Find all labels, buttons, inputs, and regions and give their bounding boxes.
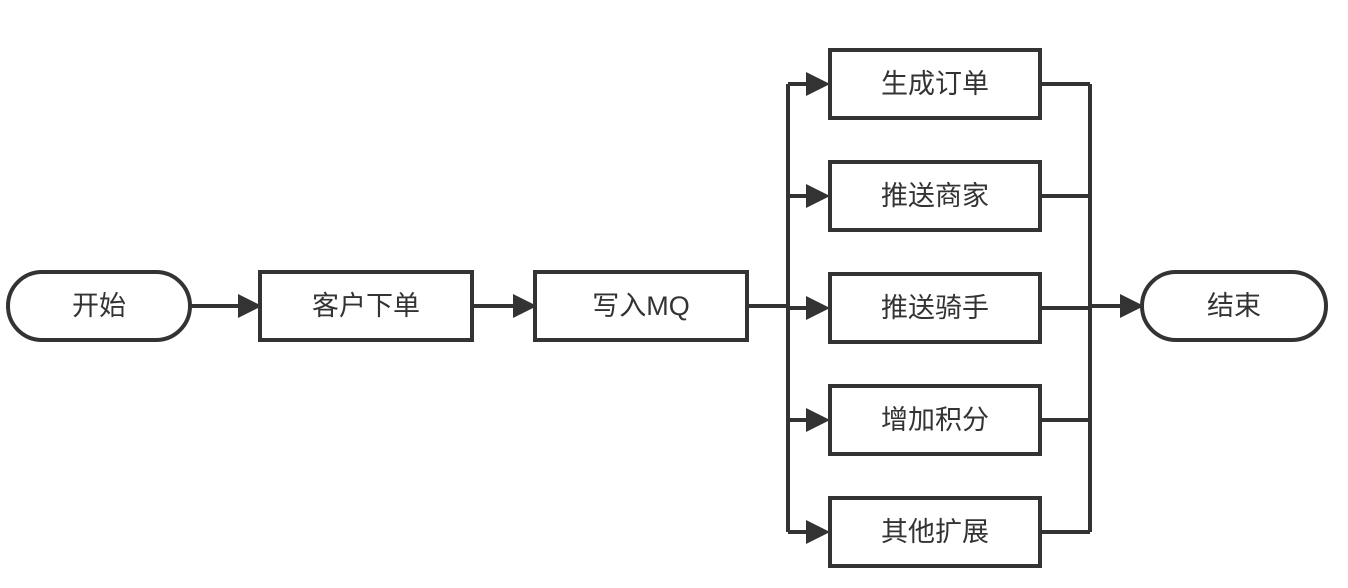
node-customer-order-shape[interactable] [258, 270, 474, 342]
node-end-shape[interactable] [1140, 270, 1328, 342]
node-push-rider-shape[interactable] [828, 272, 1042, 344]
node-customer-order[interactable]: 客户下单 [258, 270, 474, 342]
node-other-extensions-shape[interactable] [828, 496, 1042, 568]
node-add-points-label: 增加积分 [881, 405, 989, 435]
node-write-mq[interactable]: 写入MQ [533, 270, 749, 342]
node-generate-order[interactable]: 生成订单 [828, 48, 1042, 120]
node-other-extensions[interactable]: 其他扩展 [828, 496, 1042, 568]
arrowhead-mq-to-rider [806, 296, 830, 320]
arrowhead-order-to-mq [513, 294, 537, 318]
node-push-rider[interactable]: 推送骑手 [828, 272, 1042, 344]
node-end[interactable]: 结束 [1140, 270, 1328, 342]
node-start-shape[interactable] [6, 270, 192, 342]
arrowhead-merge-to-end [1120, 294, 1144, 318]
node-other-extensions-label: 其他扩展 [881, 517, 989, 547]
arrowhead-start-to-order [238, 294, 262, 318]
node-add-points[interactable]: 增加积分 [828, 384, 1042, 456]
node-start[interactable]: 开始 [6, 270, 192, 342]
node-write-mq-label: 写入MQ [592, 291, 690, 321]
arrowhead-mq-to-gen [806, 72, 830, 96]
arrowhead-mq-to-points [806, 408, 830, 432]
node-push-merchant-label: 推送商家 [881, 181, 989, 211]
node-push-merchant-shape[interactable] [828, 160, 1042, 232]
node-add-points-shape[interactable] [828, 384, 1042, 456]
node-generate-order-label: 生成订单 [881, 69, 989, 99]
edge-layer [190, 72, 1144, 544]
arrowhead-mq-to-merchant [806, 184, 830, 208]
node-push-merchant[interactable]: 推送商家 [828, 160, 1042, 232]
node-push-rider-label: 推送骑手 [881, 293, 989, 323]
node-generate-order-shape[interactable] [828, 48, 1042, 120]
node-end-label: 结束 [1207, 291, 1261, 321]
node-write-mq-shape[interactable] [533, 270, 749, 342]
arrowhead-mq-to-other [806, 520, 830, 544]
node-customer-order-label: 客户下单 [312, 291, 420, 321]
node-start-label: 开始 [72, 291, 126, 321]
